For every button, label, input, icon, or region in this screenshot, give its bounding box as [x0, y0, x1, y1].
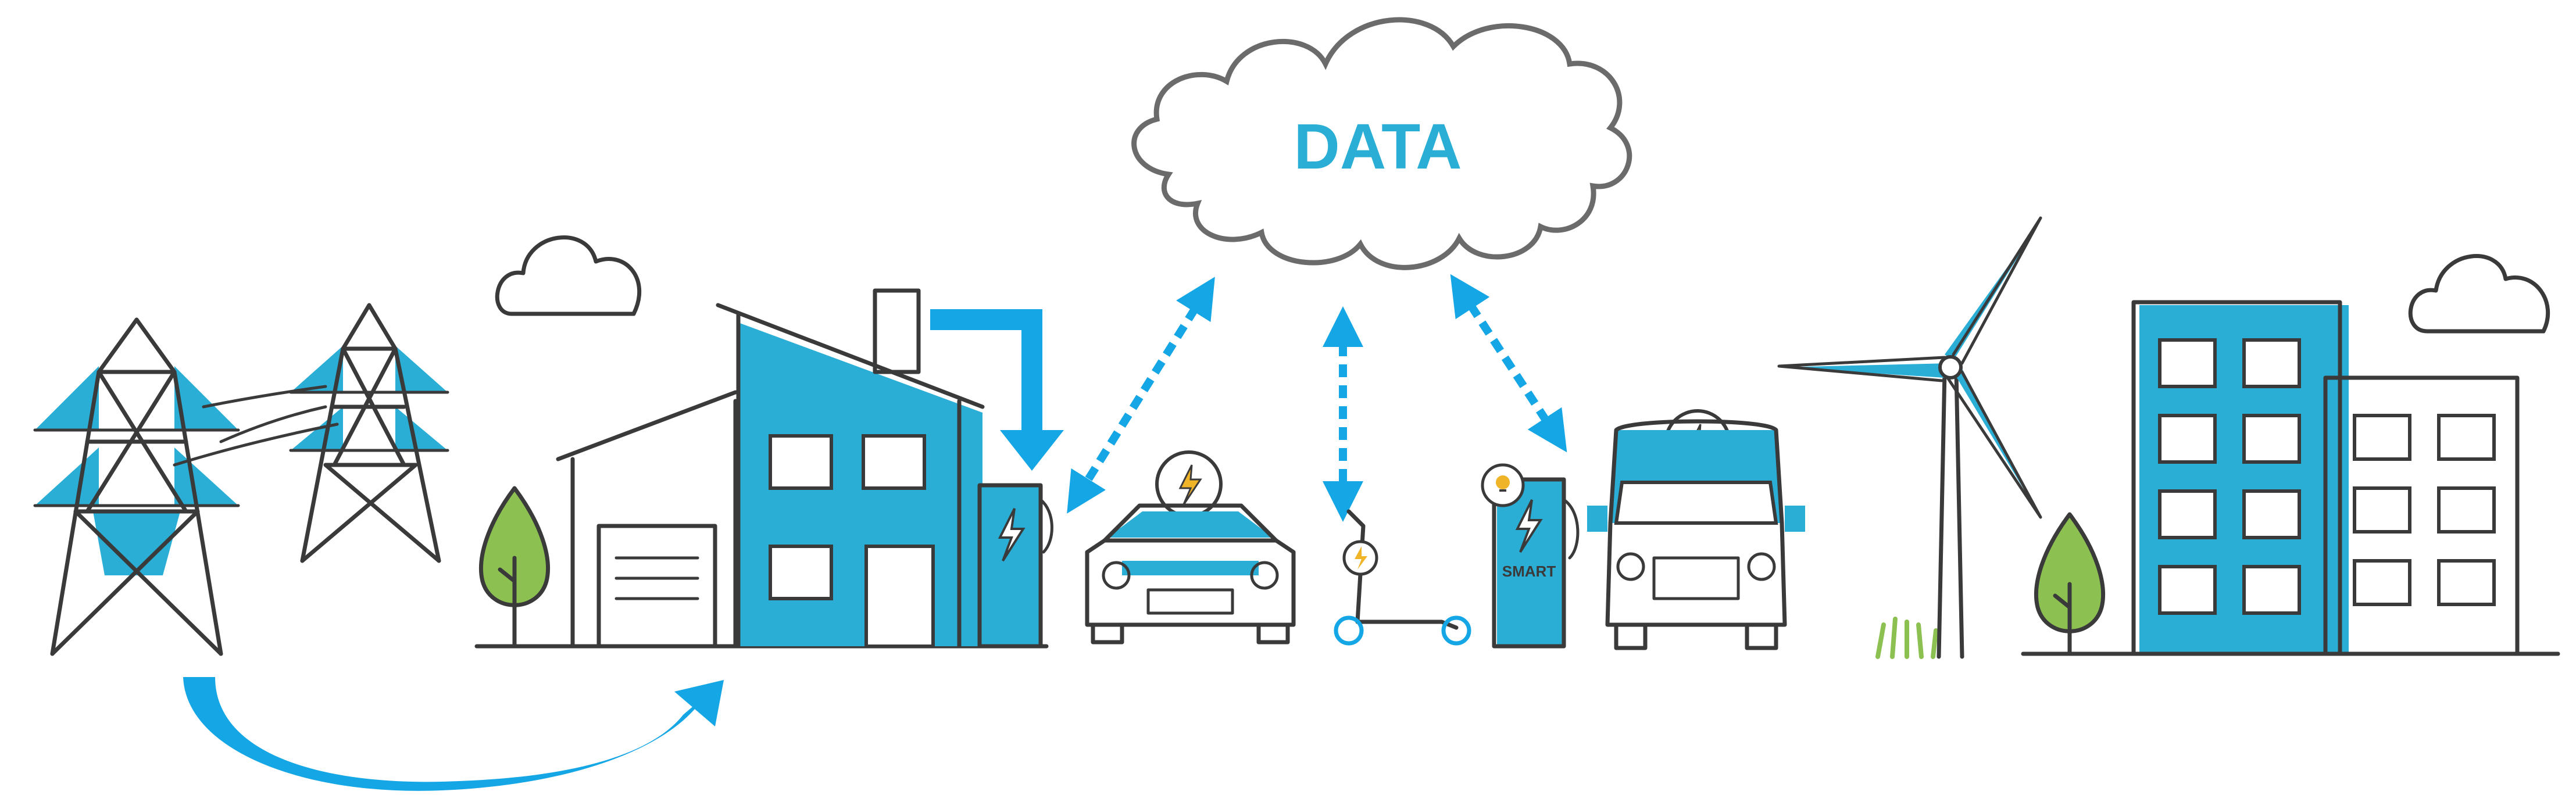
- ev-charger-icon: [977, 483, 1053, 649]
- smart-label: SMART: [1502, 563, 1556, 580]
- car-icon: [1085, 450, 1296, 645]
- lightbulb-icon: [1481, 463, 1525, 507]
- tree-icon: [479, 486, 550, 649]
- pylon-icon: [289, 303, 449, 563]
- small-cloud-icon: [2408, 254, 2550, 334]
- power-lines: [173, 385, 339, 467]
- tree-icon: [2034, 512, 2105, 656]
- van-icon: [1587, 409, 1805, 650]
- energy-flow-arrow: [930, 309, 1064, 471]
- garage-icon: [556, 390, 738, 649]
- office-building-icon: [2131, 300, 2349, 656]
- scooter-icon: [1334, 509, 1471, 646]
- energy-flow-arrow: [183, 677, 724, 791]
- pylon-icon: [33, 317, 240, 656]
- cloud-label: DATA: [1294, 111, 1462, 182]
- wind-turbine-icon: [1777, 216, 2042, 659]
- small-cloud-icon: [495, 235, 642, 316]
- data-cloud: DATA: [1131, 17, 1632, 270]
- office-building-icon: [2323, 375, 2520, 656]
- smart-charger-icon: SMART: [1481, 463, 1580, 649]
- data-arrow: [1450, 274, 1567, 453]
- grass-icon: [1875, 617, 1938, 659]
- house-icon: [716, 288, 985, 649]
